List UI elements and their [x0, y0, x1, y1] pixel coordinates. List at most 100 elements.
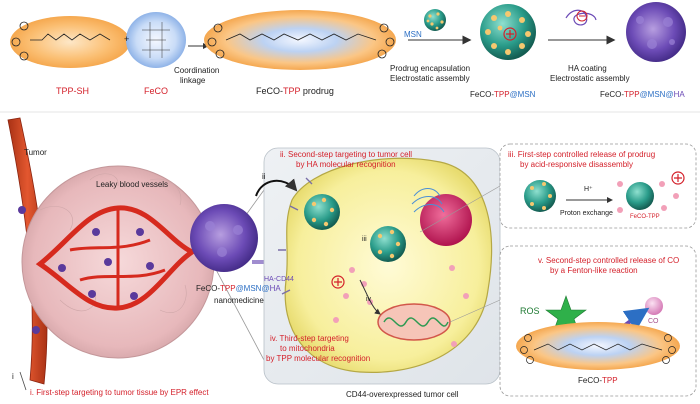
ha-texture	[636, 16, 675, 49]
ha-cd44-label: HA-CD44	[264, 276, 294, 283]
tumor-label: Tumor	[24, 148, 47, 157]
coordination-label: Coordination	[174, 66, 220, 75]
feco-tpp-msn-label-feco: FeCO-	[470, 90, 494, 99]
vessel-branches	[69, 208, 166, 308]
feco-tpp-msn-label-tpp: TPP	[494, 90, 510, 99]
prodrug-label-feco: FeCO-	[256, 86, 283, 96]
prodrug-structure	[207, 23, 395, 59]
electrostatic-assembly-label: Electrostatic assembly	[390, 74, 470, 83]
mitochondrion-cristae	[383, 317, 449, 327]
ha-chain-icon	[565, 9, 597, 26]
ha-coating-label: HA coating	[568, 64, 607, 73]
prodrug-label: FeCO-TPP prodrug	[256, 86, 334, 96]
feco-tpp-small-label: FeCO-TPP	[630, 214, 660, 220]
co-molecule-icon	[645, 297, 663, 315]
step-ii-marker: ii	[262, 172, 266, 181]
step-ii-arrow	[255, 178, 298, 197]
nanomedicine-name-label: FeCO-TPP@MSN@HA	[196, 284, 281, 293]
step-i-pointer	[19, 371, 27, 391]
feco-tpp-msn-pores	[485, 11, 531, 55]
zoom-line	[419, 185, 501, 233]
prodrug-label-suffix: prodrug	[300, 86, 334, 96]
cd44-receptors	[278, 177, 313, 295]
zoom-line	[449, 299, 501, 323]
nanomedicine-name-feco: FeCO-	[196, 284, 220, 293]
step-iv-arrow	[359, 279, 381, 315]
blood-vessel	[7, 117, 48, 385]
cytosol-particles	[333, 265, 469, 347]
cell-msn-pores	[311, 197, 335, 227]
prodrug-ellipse	[204, 10, 396, 70]
vessel-nanoparticle	[32, 326, 40, 334]
step-iii-label-line1: iii. First-step controlled release of pr…	[508, 150, 656, 159]
step-i-marker: i	[12, 372, 14, 381]
tissue-nanoparticles	[58, 228, 154, 300]
msn-label: MSN	[404, 30, 422, 39]
feco-tpp-msn-label-msn: @MSN	[509, 90, 536, 99]
feco-tpp-msn-label: FeCO-TPP@MSN	[470, 90, 535, 99]
nanomedicine-name-msn: @MSN@	[235, 284, 270, 293]
step-iv-label-line3: by TPP molecular recognition	[266, 354, 371, 363]
feco-tpp-bottom-label: FeCO-TPP	[578, 376, 618, 385]
step-iv-label-line1: iv. Third-step targeting	[270, 334, 349, 343]
nucleus	[420, 194, 472, 246]
vessel-nanoparticle	[18, 206, 26, 214]
step-v-label-line1: v. Second-step controlled release of CO	[538, 256, 680, 265]
nanomedicine-label: nanomedicine	[214, 296, 264, 305]
step-i-label: i. First-step targeting to tumor tissue …	[30, 388, 209, 397]
feco-tpp-msn-ha-sphere	[626, 2, 686, 62]
cell-msn-inner	[370, 226, 406, 262]
feco-tpp-msn-ha-label-msn: @MSN@	[639, 90, 674, 99]
nanomedicine-name-ha: HA	[269, 284, 281, 293]
step-ii-label-line2: by HA molecular recognition	[296, 160, 396, 169]
zoom-line	[211, 261, 265, 361]
msn-small-pores	[426, 12, 444, 30]
plus-symbol: +	[124, 34, 130, 44]
feco-tpp-bottom-label-tpp: TPP	[602, 376, 618, 385]
golgi-apparatus	[411, 188, 445, 213]
step-ii-label-line1: ii. Second-step targeting to tumor cell	[280, 150, 413, 159]
co-label: CO	[648, 318, 659, 325]
step-v-label-line2: by a Fenton-like reaction	[550, 266, 638, 275]
step-iv-marker: iv	[366, 296, 372, 303]
linkage-label: linkage	[180, 76, 206, 85]
step-iii-label-line2: by acid-responsive disassembly	[520, 160, 633, 169]
h-plus-label: H⁺	[584, 186, 593, 193]
feco-tpp-msn-ha-label-tpp: TPP	[624, 90, 640, 99]
feco-label: FeCO	[144, 86, 169, 96]
cell-label: CD44-overexpressed tumor cell	[346, 390, 459, 399]
feco-tpp-bottom-structure	[520, 334, 676, 364]
released-positive-charge-icon	[671, 171, 685, 185]
proton-exchange-label: Proton exchange	[560, 210, 613, 217]
nanomedicine-texture	[205, 221, 243, 257]
step-iii-msn-released	[626, 182, 654, 210]
leaky-vessel-network	[35, 205, 197, 311]
prodrug-label-tpp: TPP	[283, 86, 301, 96]
nanomedicine-name-tpp: TPP	[220, 284, 236, 293]
tpp-sh-label: TPP-SH	[56, 86, 90, 96]
cell-positive-charge-icon	[331, 275, 345, 289]
feco-tpp-msn-ha-label-ha: HA	[673, 90, 685, 99]
leaky-vessels-label: Leaky blood vessels	[96, 180, 169, 189]
negative-charge-icon	[576, 10, 588, 22]
plus-sign-icon	[506, 30, 514, 38]
feco-structure	[142, 22, 170, 58]
released-prodrug-particles	[617, 181, 679, 213]
cell-msn-inner-pores	[377, 229, 401, 259]
tissue-cells	[39, 173, 187, 313]
cell-plus-sign-icon	[334, 278, 342, 286]
feco-tpp-msn-ha-label-feco: FeCO-	[600, 90, 624, 99]
step-iv-label-line2: to mitochondria	[280, 344, 335, 353]
feco-tpp-bottom-label-feco: FeCO-	[578, 376, 602, 385]
tpp-sh-ellipse	[10, 16, 130, 68]
step-iii-marker: iii	[362, 236, 367, 243]
electrostatic-assembly-label-2: Electrostatic assembly	[550, 74, 630, 83]
feco-tpp-msn-ha-label: FeCO-TPP@MSN@HA	[600, 90, 685, 99]
prodrug-encapsulation-label: Prodrug encapsulation	[390, 64, 471, 73]
released-plus-sign-icon	[674, 174, 682, 182]
nanomedicine-sphere	[190, 204, 258, 272]
ros-label: ROS	[520, 306, 540, 316]
positive-charge-icon	[503, 27, 517, 41]
